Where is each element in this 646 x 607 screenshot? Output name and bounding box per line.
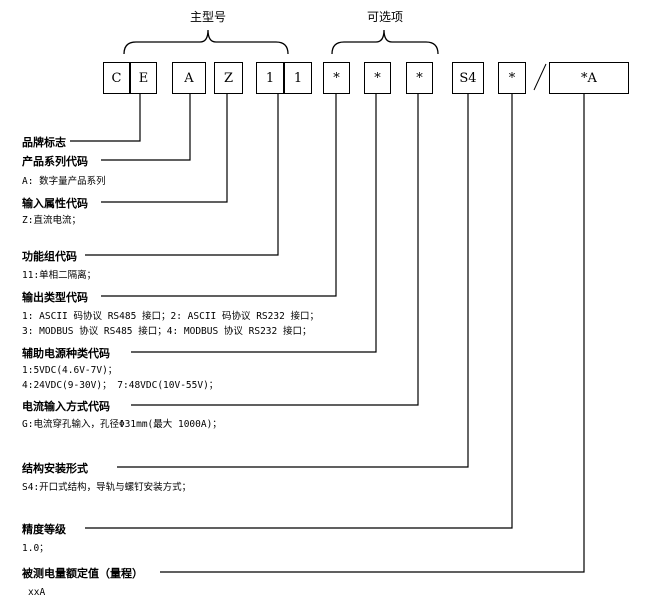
- code-box-c: C: [103, 62, 130, 94]
- label-series: 产品系列代码: [22, 155, 88, 168]
- label-brand: 品牌标志: [22, 136, 66, 149]
- desc-function-line1: 11:单相二隔离；: [22, 270, 97, 281]
- connector-accuracy: [85, 94, 513, 529]
- desc-accuracy-line1: 1.0；: [22, 543, 49, 554]
- desc-power-line2: 4:24VDC(9-30V)； 7:48VDC(10V-55V)；: [22, 380, 219, 391]
- connector-output: [101, 94, 337, 297]
- label-current: 电流输入方式代码: [22, 400, 110, 413]
- desc-output-line1: 1: ASCII 码协议 RS485 接口；2: ASCII 码协议 RS232…: [22, 311, 320, 322]
- code-box-a: A: [172, 62, 206, 94]
- connector-power: [131, 94, 377, 353]
- label-function: 功能组代码: [22, 250, 77, 263]
- group-options-title: 可选项: [366, 10, 403, 24]
- connector-brand: [70, 94, 141, 142]
- connector-current: [131, 94, 419, 406]
- connector-structure: [117, 94, 469, 468]
- code-box-s4: S4: [452, 62, 484, 94]
- connector-function: [85, 94, 279, 256]
- group-main-model-title: 主型号: [189, 10, 226, 24]
- connector-series: [101, 94, 191, 161]
- label-accuracy: 精度等级: [22, 523, 66, 536]
- connector-rated: [160, 94, 585, 573]
- label-input: 输入属性代码: [22, 197, 88, 210]
- label-structure: 结构安装形式: [22, 462, 88, 475]
- code-box-accuracy: *: [498, 62, 526, 94]
- main-model-brace: [123, 29, 289, 55]
- desc-input-line1: Z:直流电流；: [22, 215, 81, 226]
- code-box-rated: *A: [549, 62, 629, 94]
- code-box-1b: 1: [284, 62, 312, 94]
- desc-power-line1: 1:5VDC(4.6V-7V)；: [22, 365, 118, 376]
- desc-output-line2: 3: MODBUS 协议 RS485 接口；4: MODBUS 协议 RS232…: [22, 326, 312, 337]
- code-box-z: Z: [214, 62, 243, 94]
- label-output: 输出类型代码: [22, 291, 88, 304]
- separator-slash: [533, 63, 547, 91]
- code-box-output: *: [323, 62, 350, 94]
- connector-input: [101, 94, 228, 203]
- options-brace: [331, 29, 439, 55]
- label-rated: 被测电量额定值（量程）: [22, 567, 143, 580]
- desc-series-line1: A: 数字量产品系列: [22, 176, 106, 187]
- desc-current-line1: G:电流穿孔输入，孔径Φ31mm(最大 1000A)；: [22, 419, 222, 430]
- desc-rated-line1: xxA: [28, 587, 46, 598]
- code-box-power: *: [364, 62, 391, 94]
- code-box-e: E: [130, 62, 157, 94]
- label-power: 辅助电源种类代码: [22, 347, 110, 360]
- code-box-1a: 1: [256, 62, 284, 94]
- code-box-current: *: [406, 62, 433, 94]
- desc-structure-line1: S4:开口式结构，导轨与螺钉安装方式；: [22, 482, 192, 493]
